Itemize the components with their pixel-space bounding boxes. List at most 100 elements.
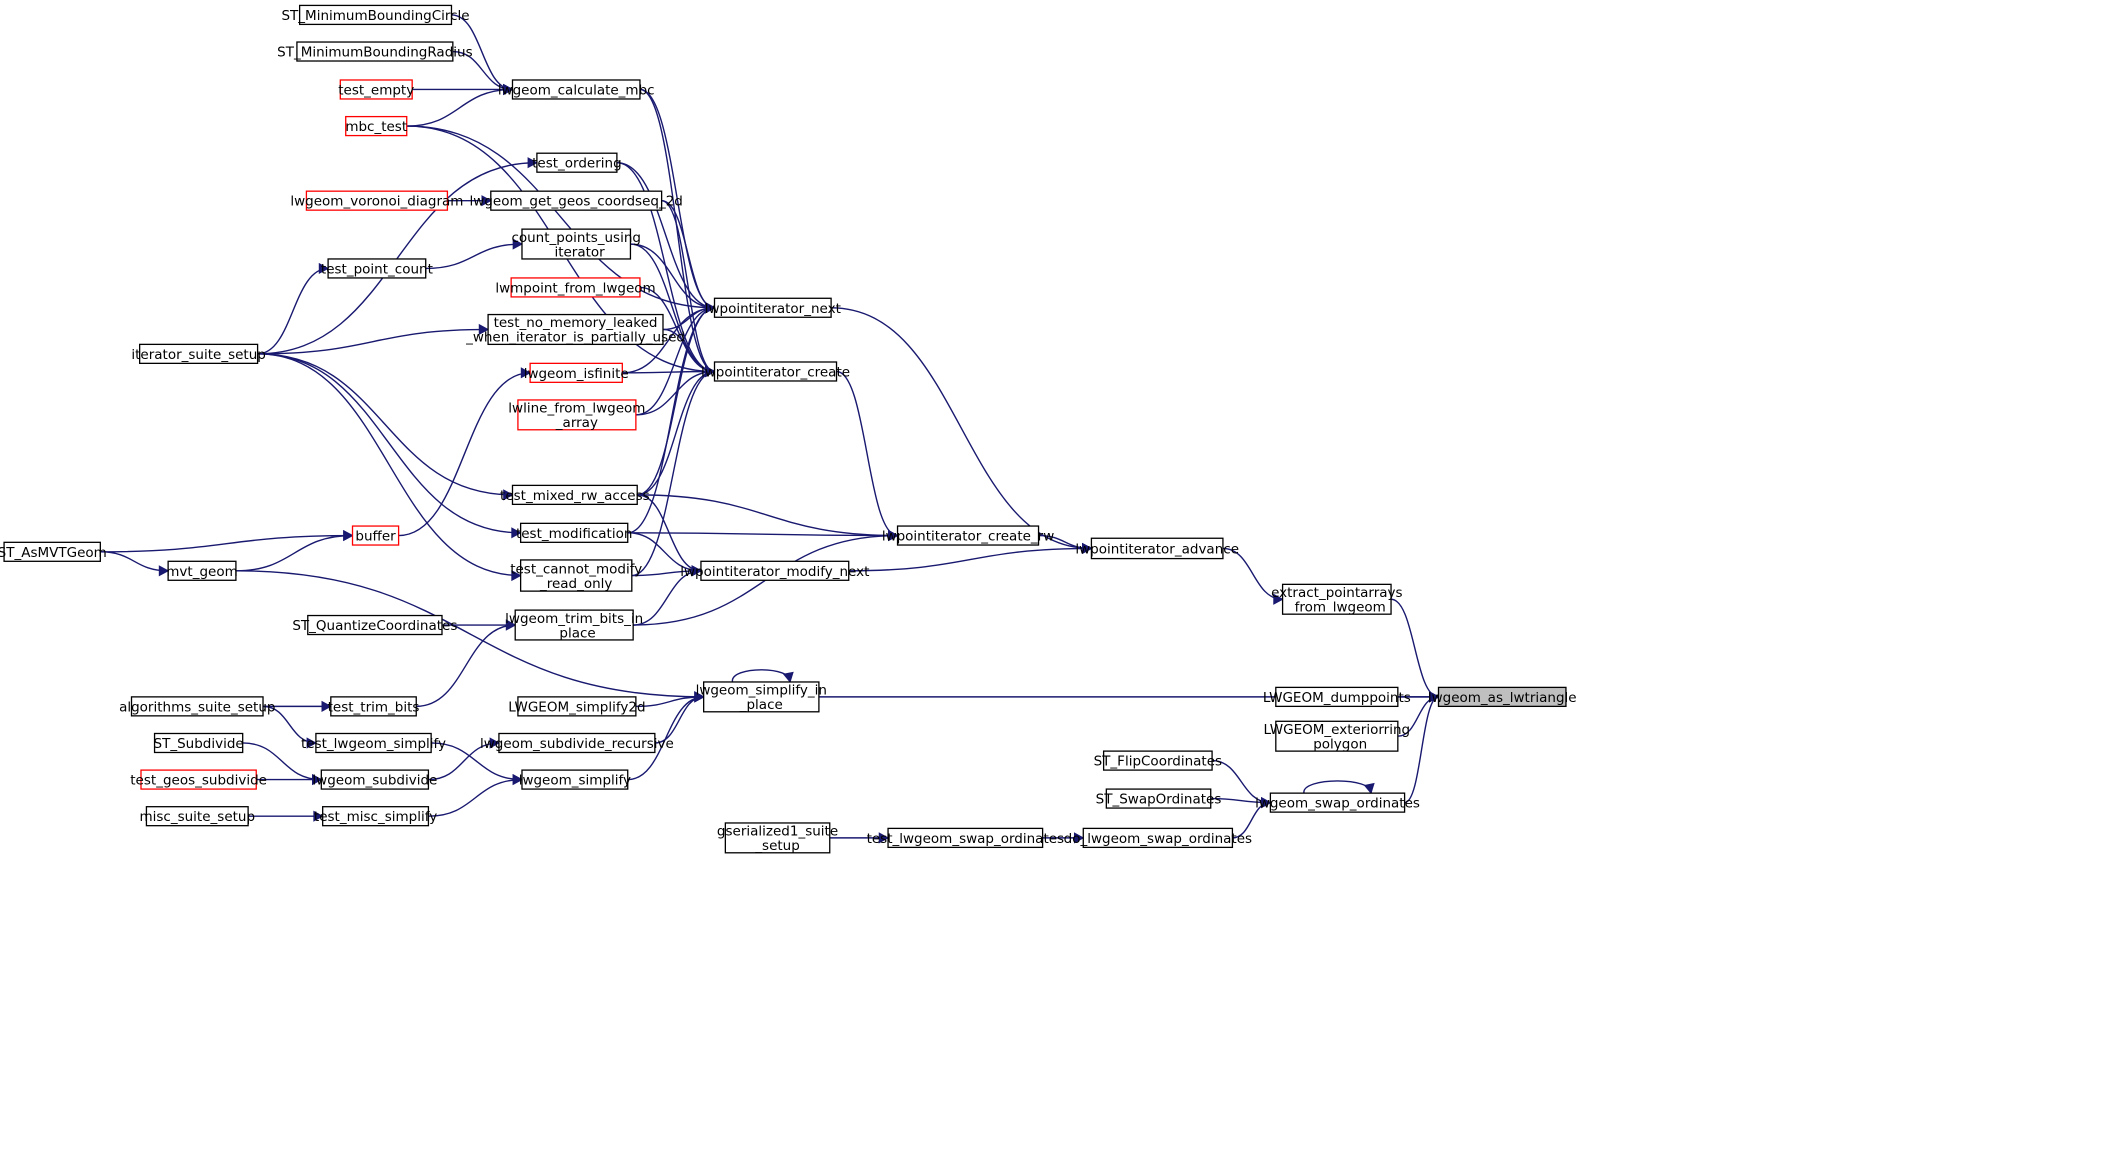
node-lwgeom-subdivide[interactable]: lwgeom_subdivide (312, 769, 437, 790)
edge-line (431, 742, 522, 781)
edge-line (235, 570, 704, 698)
node-label: gserialized1_suite (717, 824, 838, 840)
node-lwpointiterator-advance[interactable]: lwpointiterator_advance (1075, 537, 1239, 560)
edge-line (616, 162, 715, 373)
call-edge-test_geos_subdivide-to-lwgeom_subdivide (256, 773, 323, 786)
node-lwgeom-get-geos-coordseq-2d[interactable]: lwgeom_get_geos_coordseq_2d (470, 190, 683, 211)
node-test-point-count[interactable]: test_point_count (321, 258, 433, 279)
call-edge-lwgeom_simplify-to-lwgeom_simplify_in_place (627, 691, 705, 781)
node-box (521, 769, 629, 790)
node-lwgeom-trim-bits[interactable]: lwgeom_trim_bits_in_place (505, 609, 643, 641)
node-test-lwgeom-simplify[interactable]: test_lwgeom_simplify (301, 732, 446, 754)
node-ST-MinimumBoundingRadius[interactable]: ST_MinimumBoundingRadius (277, 41, 473, 62)
node-LWGEOM-dumppoints[interactable]: LWGEOM_dumppoints (1263, 686, 1411, 708)
edge-line (635, 307, 715, 416)
node-box (339, 79, 413, 100)
node-box (1082, 827, 1234, 849)
node-lwpointiterator-create-rw[interactable]: lwpointiterator_create_rw (882, 525, 1054, 546)
edge-line (631, 370, 715, 577)
node-mvt-geom[interactable]: mvt_geom (166, 560, 238, 581)
node-label: lwmpoint_from_lwgeom (495, 280, 655, 296)
node-label: lwgeom_subdivide (312, 773, 437, 789)
node-label: test_lwgeom_swap_ordinates (867, 831, 1065, 847)
node-test-geos-subdivide[interactable]: test_geos_subdivide (130, 769, 267, 790)
node-test-mixed-rw-access[interactable]: test_mixed_rw_access (500, 484, 650, 506)
edge-line (848, 547, 1092, 572)
edge-arrowhead (1273, 593, 1284, 605)
node-do-lwgeom-swap-ordinates[interactable]: do_lwgeom_swap_ordinates (1064, 827, 1252, 849)
node-iterator-suite-setup[interactable]: iterator_suite_setup (131, 343, 266, 364)
node-lwgeom-as-lwtriangle[interactable]: lwgeom_as_lwtriangle (1428, 686, 1577, 708)
node-lwgeom-subdivide-recursive[interactable]: lwgeom_subdivide_recursive (480, 732, 674, 754)
node-box (529, 362, 623, 383)
node-lwgeom-simplify-in-place[interactable]: lwgeom_simplify_in_place (696, 681, 827, 713)
node-ST-Subdivide[interactable]: ST_Subdivide (154, 732, 244, 754)
edge-line (627, 532, 701, 572)
node-label: count_points_using (511, 230, 641, 246)
node-test-lwgeom-swap-ordinates[interactable]: test_lwgeom_swap_ordinates (867, 827, 1065, 849)
node-lwgeom-calculate-mbc[interactable]: lwgeom_calculate_mbc (498, 79, 655, 100)
node-ST-FlipCoordinates[interactable]: ST_FlipCoordinates (1094, 750, 1222, 771)
node-label: test_no_memory_leaked (494, 315, 658, 331)
node-test-ordering[interactable]: test_ordering (532, 152, 622, 173)
node-label: _from_lwgeom (1287, 600, 1386, 616)
node-ST-AsMVTGeom[interactable]: ST_AsMVTGeom (0, 541, 107, 562)
call-edge-do_lwgeom_swap_ordinates-to-lwgeom_swap_ordinates (1232, 797, 1272, 839)
node-label: lwgeom_simplify (519, 773, 631, 789)
node-misc-suite-setup[interactable]: misc_suite_setup (139, 806, 255, 827)
node-test-modification[interactable]: test_modification (516, 522, 632, 543)
node-box (517, 399, 637, 431)
call-edge-lwpointiterator_next-to-lwpointiterator_advance (831, 307, 1093, 555)
node-label: extract_pointarrays (1271, 585, 1403, 601)
node-gserialized1-suite-setup[interactable]: gserialized1_suite_setup (717, 822, 838, 854)
node-extract-pointarrays[interactable]: extract_pointarrays_from_lwgeom (1271, 583, 1403, 616)
node-label: lwpointiterator_create (701, 364, 850, 380)
edge-arrowhead (1261, 797, 1272, 809)
edge-line (100, 551, 169, 572)
node-test-empty[interactable]: test_empty (338, 79, 414, 100)
node-test-trim-bits[interactable]: test_trim_bits (328, 696, 420, 717)
node-lwpointiterator-create[interactable]: lwpointiterator_create (701, 361, 850, 382)
node-count-points-using-iterator[interactable]: count_points_using_iterator (511, 228, 641, 260)
call-edge-test_modification-to-lwpointiterator_next (627, 302, 716, 534)
node-buffer[interactable]: buffer (351, 525, 400, 546)
edge-arrowhead (1363, 782, 1375, 795)
edge-line (398, 372, 531, 537)
edge-line (731, 669, 791, 683)
call-edge-lwgeom_swap_ordinates-to-lwgeom_swap_ordinates (1303, 780, 1375, 795)
node-lwline-from-lwgeom-array[interactable]: lwline_from_lwgeom_array (508, 399, 645, 431)
node-box (713, 361, 838, 382)
edge-arrowhead (313, 810, 324, 822)
node-lwpointiterator-modify-next[interactable]: lwpointiterator_modify_next (680, 560, 869, 581)
node-lwgeom-isfinite[interactable]: lwgeom_isfinite (524, 362, 629, 383)
node-box (307, 614, 443, 636)
call-edge-buffer-to-lwgeom_isfinite (398, 367, 532, 537)
edge-line (406, 88, 513, 127)
node-LWGEOM-simplify2d[interactable]: LWGEOM_simplify2d (508, 696, 646, 717)
node-label: LWGEOM_simplify2d (508, 699, 645, 715)
node-lwgeom-simplify[interactable]: lwgeom_simplify (519, 769, 631, 790)
node-box (521, 228, 632, 260)
node-mbc-test[interactable]: mbc_test (345, 115, 408, 137)
node-label: test_ordering (532, 156, 622, 172)
node-lwgeom-voronoi-diagram[interactable]: lwgeom_voronoi_diagram (290, 190, 463, 211)
node-label: ST_AsMVTGeom (0, 545, 107, 561)
node-test-cannot-modify[interactable]: test_cannot_modify_read_only (510, 559, 642, 592)
node-lwmpoint-from-lwgeom[interactable]: lwmpoint_from_lwgeom (495, 277, 656, 298)
node-LWGEOM-exteriorring[interactable]: LWGEOM_exteriorring_polygon (1264, 720, 1411, 752)
node-lwgeom-swap-ordinates[interactable]: lwgeom_swap_ordinates (1255, 792, 1420, 813)
edge-arrowhead (782, 671, 794, 684)
node-label: test_lwgeom_simplify (301, 736, 446, 752)
node-test-misc-simplify[interactable]: test_misc_simplify (314, 806, 437, 827)
node-ST-MinimumBoundingCircle[interactable]: ST_MinimumBoundingCircle (281, 4, 470, 26)
node-test-no-memory-leaked[interactable]: test_no_memory_leaked_when_iterator_is_p… (465, 313, 685, 346)
call-edge-mvt_geom-to-buffer (235, 529, 354, 572)
node-ST-QuantizeCoordinates[interactable]: ST_QuantizeCoordinates (292, 614, 457, 636)
node-algorithms-suite-setup[interactable]: algorithms_suite_setup (119, 696, 275, 717)
edge-arrowhead (888, 529, 899, 542)
call-edge-misc_suite_setup-to-test_misc_simplify (248, 810, 324, 822)
node-ST-SwapOrdinates[interactable]: ST_SwapOrdinates (1096, 788, 1222, 809)
node-lwpointiterator-next[interactable]: lwpointiterator_next (705, 297, 841, 318)
node-label: test_trim_bits (328, 699, 420, 715)
node-box (498, 732, 656, 754)
